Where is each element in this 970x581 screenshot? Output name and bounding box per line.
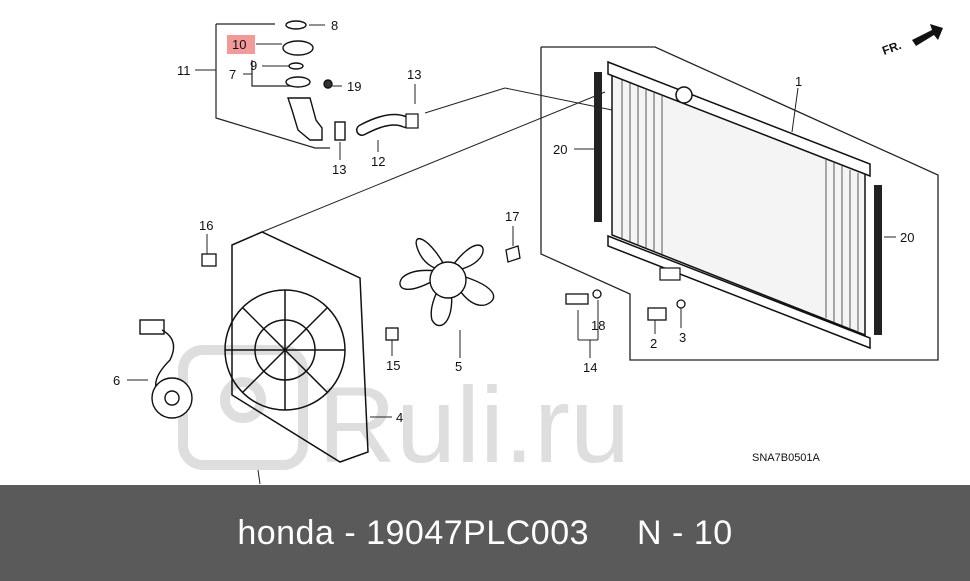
callout-10: 10 xyxy=(232,37,246,52)
callout-leaders xyxy=(127,24,896,418)
part-number: 19047PLC003 xyxy=(366,513,590,552)
front-direction-indicator: FR. xyxy=(880,24,943,58)
callout-18: 18 xyxy=(591,318,605,333)
callout-16: 16 xyxy=(199,218,213,233)
watermark-text: Ruli.ru xyxy=(318,364,630,485)
separator: - xyxy=(344,513,357,552)
hose xyxy=(356,113,419,136)
callout-13a: 13 xyxy=(407,67,421,82)
callout-14: 14 xyxy=(583,360,597,375)
callout-6: 6 xyxy=(113,373,120,388)
callout-19: 19 xyxy=(347,79,361,94)
position-separator: - xyxy=(672,513,684,552)
callout-11: 11 xyxy=(177,63,191,78)
radiator-assembly-outline xyxy=(540,46,939,361)
fan-shroud xyxy=(224,231,369,463)
callout-5: 5 xyxy=(455,359,462,374)
callout-17: 17 xyxy=(505,209,519,224)
radiator-side-seals xyxy=(594,72,882,335)
position-number: 10 xyxy=(693,513,733,552)
direction-label: FR. xyxy=(880,38,903,58)
callout-13b: 13 xyxy=(332,162,346,177)
highlight-box xyxy=(227,35,255,54)
callout-15: 15 xyxy=(386,358,400,373)
parts-diagram: Ruli.ru xyxy=(113,18,943,485)
part-info-footer: honda - 19047PLC003 N - 10 xyxy=(0,485,970,581)
callout-20a: 20 xyxy=(553,142,567,157)
callout-labels: 1 2 3 4 5 6 7 8 9 10 11 12 13 13 14 15 1… xyxy=(113,18,914,425)
callout-2: 2 xyxy=(650,336,657,351)
arrow-right-icon xyxy=(912,24,943,46)
cooling-fan xyxy=(399,238,495,327)
fasteners xyxy=(201,245,686,341)
position-letter: N xyxy=(637,513,663,552)
callout-12: 12 xyxy=(371,154,385,169)
callout-4: 4 xyxy=(396,410,403,425)
radiator-core xyxy=(607,60,871,350)
reservoir-group-outline xyxy=(215,23,330,149)
callout-8: 8 xyxy=(331,18,338,33)
callout-9: 9 xyxy=(250,58,257,73)
callout-3: 3 xyxy=(679,330,686,345)
reservoir-parts xyxy=(282,20,346,141)
callout-1: 1 xyxy=(795,74,802,89)
callout-7: 7 xyxy=(229,67,236,82)
brand-name: honda xyxy=(237,513,335,552)
watermark: Ruli.ru xyxy=(178,345,630,485)
fan-motor xyxy=(139,319,193,419)
callout-20b: 20 xyxy=(900,230,914,245)
leader-lines xyxy=(257,87,613,485)
drawing-code: SNA7B0501A xyxy=(752,452,821,464)
